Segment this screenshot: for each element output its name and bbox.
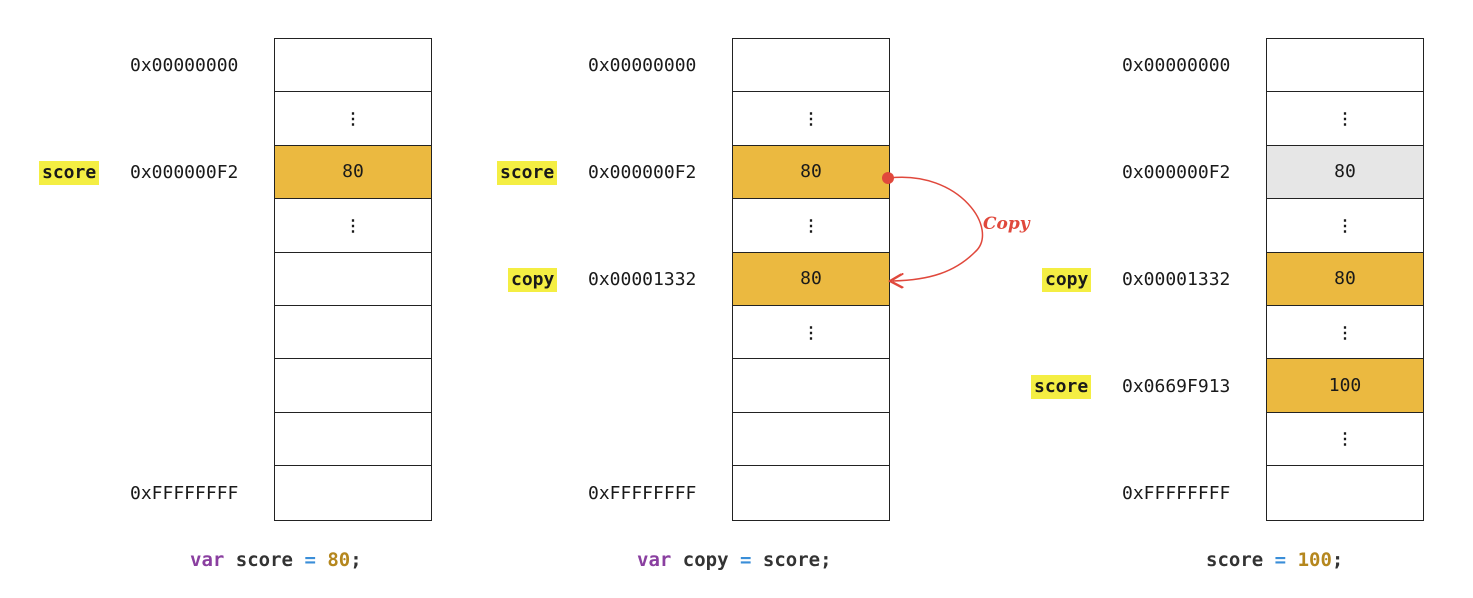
memory-cell-ellipsis: ⋮ — [1267, 92, 1423, 146]
code-keyword: var — [190, 549, 225, 571]
code-semicolon: ; — [820, 549, 832, 571]
address-label: 0x00000000 — [130, 55, 239, 76]
memory-cell — [1267, 466, 1423, 520]
memory-cell — [275, 39, 431, 93]
memory-cell-score: 80 — [275, 145, 431, 200]
memory-cell — [1267, 39, 1423, 93]
code-value: 80 — [327, 549, 351, 571]
code-keyword: var — [637, 549, 672, 571]
code-identifier: score — [235, 549, 293, 571]
memory-cell-copy: 80 — [733, 252, 889, 306]
address-label: 0xFFFFFFFF — [588, 483, 697, 504]
memory-cell-ellipsis: ⋮ — [275, 199, 431, 253]
code-operator: = — [1274, 549, 1287, 571]
code-statement-1: var score = 80; — [190, 549, 362, 571]
memory-column-2: ⋮ 80 ⋮ 80 ⋮ — [732, 38, 890, 521]
memory-cell-ellipsis: ⋮ — [733, 305, 889, 360]
memory-cell-ellipsis: ⋮ — [733, 92, 889, 146]
code-value: 100 — [1297, 549, 1332, 571]
memory-column-1: ⋮ 80 ⋮ — [274, 38, 432, 521]
copy-arrow-label: Copy — [983, 214, 1030, 234]
address-label: 0x0669F913 — [1122, 376, 1231, 397]
memory-cell — [275, 412, 431, 467]
variable-label-score: score — [1031, 375, 1092, 399]
memory-cell — [733, 39, 889, 93]
memory-cell — [275, 305, 431, 360]
address-label: 0x000000F2 — [1122, 162, 1231, 183]
address-label: 0x00000000 — [588, 55, 697, 76]
variable-label-copy: copy — [1042, 268, 1092, 292]
code-operator: = — [304, 549, 316, 571]
address-label: 0x00000000 — [1122, 55, 1231, 76]
copy-source-dot — [882, 172, 894, 184]
memory-cell-ellipsis: ⋮ — [1267, 412, 1423, 467]
address-label: 0x000000F2 — [588, 162, 697, 183]
memory-cell-copy: 80 — [1267, 252, 1423, 306]
memory-cell-ellipsis: ⋮ — [1267, 305, 1423, 360]
address-label: 0x00001332 — [1122, 269, 1231, 290]
code-identifier: copy — [682, 549, 729, 571]
code-semicolon: ; — [1331, 549, 1344, 571]
address-label: 0xFFFFFFFF — [130, 483, 239, 504]
memory-cell-ellipsis: ⋮ — [275, 92, 431, 146]
memory-cell-score: 100 — [1267, 359, 1423, 413]
address-label: 0x000000F2 — [130, 162, 239, 183]
memory-cell — [733, 359, 889, 413]
memory-cell — [275, 252, 431, 306]
memory-cell — [733, 412, 889, 467]
variable-label-score: score — [39, 161, 100, 185]
variable-label-score: score — [497, 161, 558, 185]
memory-cell — [275, 466, 431, 520]
memory-column-3: ⋮ 80 ⋮ 80 ⋮ 100 ⋮ — [1266, 38, 1424, 521]
memory-cell-score: 80 — [733, 145, 889, 200]
code-semicolon: ; — [350, 549, 362, 571]
code-operator: = — [740, 549, 752, 571]
address-label: 0xFFFFFFFF — [1122, 483, 1231, 504]
memory-cell-old-score: 80 — [1267, 145, 1423, 200]
code-statement-2: var copy = score; — [637, 549, 832, 571]
memory-cell-ellipsis: ⋮ — [733, 199, 889, 253]
code-value: score — [762, 549, 821, 571]
memory-cell — [275, 359, 431, 413]
memory-cell-ellipsis: ⋮ — [1267, 199, 1423, 253]
code-identifier: score — [1206, 549, 1264, 571]
memory-cell — [733, 466, 889, 520]
address-label: 0x00001332 — [588, 269, 697, 290]
code-statement-3: score = 100; — [1206, 549, 1343, 571]
variable-label-copy: copy — [508, 268, 558, 292]
